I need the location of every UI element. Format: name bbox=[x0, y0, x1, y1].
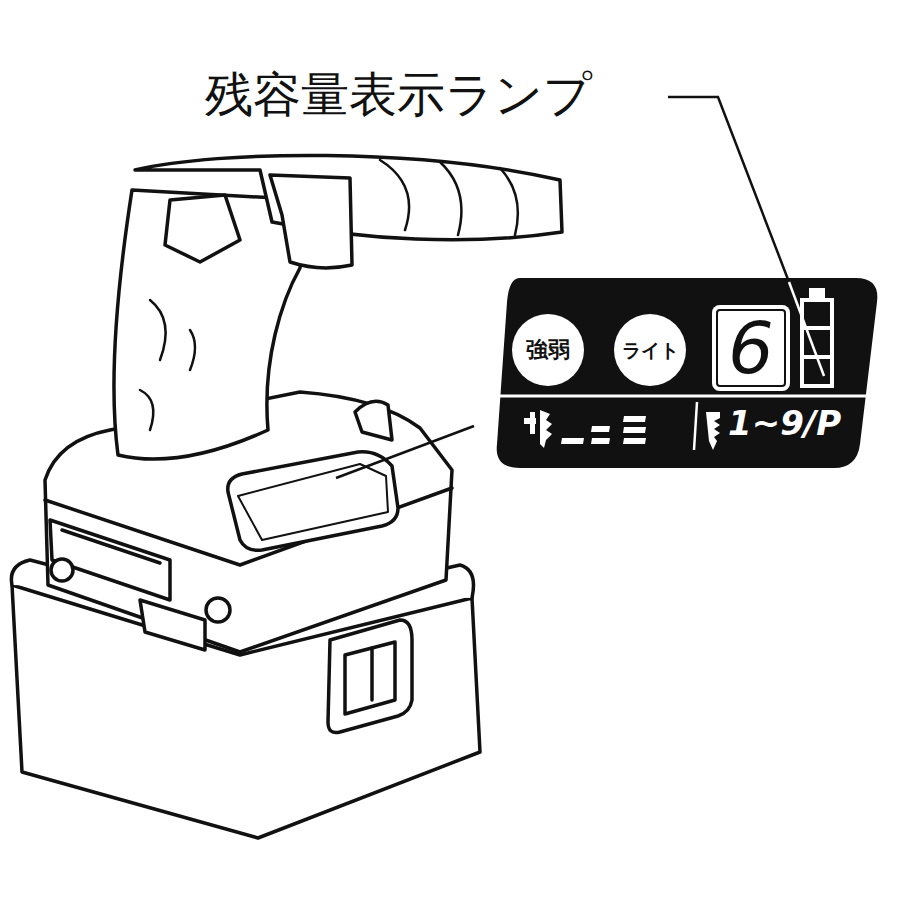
battery-button bbox=[328, 620, 412, 733]
handle-grip bbox=[140, 300, 195, 430]
base-vent-line bbox=[62, 530, 160, 563]
panel-window bbox=[228, 452, 398, 551]
base-vent bbox=[50, 520, 170, 600]
battery-segments bbox=[802, 328, 832, 357]
handle-switch bbox=[165, 195, 240, 262]
leader-line bbox=[336, 426, 474, 478]
strength-bar bbox=[623, 416, 646, 422]
panel-window-inner bbox=[238, 464, 388, 540]
mode-digit: 6 bbox=[728, 312, 774, 384]
strength-bar bbox=[623, 427, 646, 433]
light-button: ライト bbox=[614, 314, 686, 386]
drill-icon bbox=[524, 410, 552, 448]
mode-range-text: 1~9/P bbox=[728, 406, 841, 440]
base-screw bbox=[206, 598, 230, 622]
battery-cap bbox=[811, 290, 823, 300]
button-label: 強弱 bbox=[526, 339, 570, 361]
strength-bars bbox=[561, 416, 646, 444]
tool-trigger bbox=[270, 175, 352, 268]
hook bbox=[355, 401, 392, 440]
drill-chuck bbox=[530, 412, 535, 434]
battery-level-icon bbox=[802, 290, 832, 386]
strength-bar bbox=[591, 438, 610, 444]
drill-bit bbox=[540, 410, 552, 448]
mode-display: 6 bbox=[712, 305, 790, 391]
strength-bar bbox=[623, 438, 646, 444]
display-panel: 1~9/P 強弱 ライト 6 bbox=[488, 278, 880, 468]
strength-bar bbox=[591, 426, 610, 432]
button-label: ライト bbox=[622, 341, 679, 360]
leader-line bbox=[789, 282, 824, 376]
base-light bbox=[140, 600, 205, 650]
screw-icon bbox=[706, 412, 720, 450]
battery-button-inner bbox=[345, 642, 395, 714]
battery-button-line bbox=[370, 648, 374, 700]
tool-handle bbox=[114, 190, 312, 459]
impact-driver-drawing bbox=[11, 155, 562, 838]
panel-body bbox=[497, 278, 878, 468]
battery-outline bbox=[802, 300, 832, 386]
panel-divider bbox=[500, 395, 870, 398]
head-ribs bbox=[380, 160, 518, 235]
panel-divider bbox=[694, 402, 697, 450]
leader-line bbox=[668, 97, 789, 282]
callout-label: 残容量表示ランプ bbox=[205, 70, 592, 118]
base-screw bbox=[51, 559, 73, 581]
power-button: 強弱 bbox=[512, 314, 584, 386]
strength-bar bbox=[561, 438, 584, 444]
